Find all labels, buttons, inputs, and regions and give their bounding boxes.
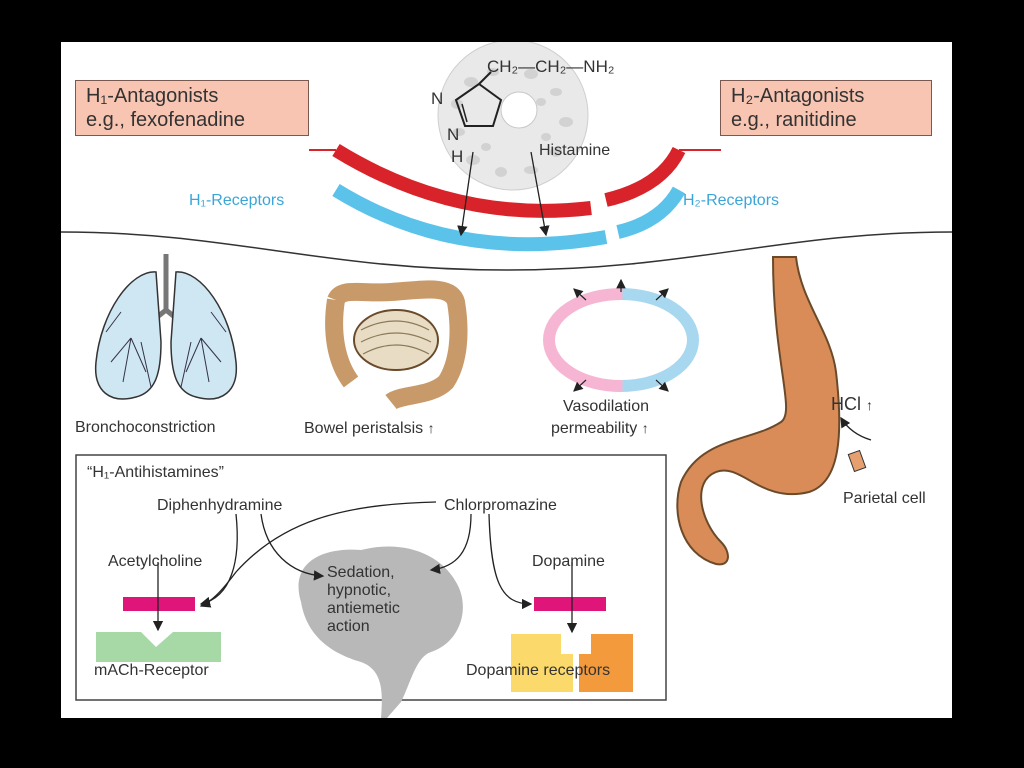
histamine-arrow-h2 <box>530 151 550 237</box>
sedation-line-2: hypnotic, <box>327 582 392 599</box>
hcl-text: HCl <box>831 394 861 414</box>
increase-arrow: ↑ <box>427 420 435 436</box>
dopamine-receptors-label: Dopamine receptors <box>466 662 611 679</box>
chlorpromazine-label: Chlorpromazine <box>444 497 557 514</box>
chlorpromazine-to-ach <box>199 501 437 608</box>
brain-illustration <box>298 546 463 718</box>
histamine-formula: CH₂—CH₂—NH₂ <box>487 57 615 76</box>
increase-arrow: ↑ <box>641 420 649 436</box>
histamine-arrow-h1 <box>457 151 474 237</box>
diagram-graphics <box>61 42 952 718</box>
parietal-cell-label: Parietal cell <box>843 490 926 507</box>
acetylcholine-ligand <box>123 597 195 611</box>
h2-antagonists-box: H₂-Antagonists e.g., ranitidine <box>720 80 932 136</box>
h2-antagonists-title: H₂-Antagonists <box>731 85 865 107</box>
mach-receptor-label: mACh-Receptor <box>94 662 209 679</box>
h2-receptor-band <box>616 186 686 239</box>
h2-receptors-label: H₂-Receptors <box>683 192 780 209</box>
h1-receptor-band <box>332 184 608 252</box>
histamine-ring-n-top: N <box>431 89 444 108</box>
histamine-center <box>500 91 538 129</box>
h1-antagonists-title: H₁-Antagonists <box>86 85 219 107</box>
diagram-canvas: H₁-Antagonists e.g., fexofenadine H₂-Ant… <box>61 42 952 718</box>
h1-antagonist-band <box>332 144 592 218</box>
dopamine-ligand <box>534 597 606 611</box>
lungs-illustration <box>95 254 237 400</box>
bronchoconstriction-label: Bronchoconstriction <box>75 419 216 436</box>
sedation-line-4: action <box>327 618 370 635</box>
vasodilation-label: Vasodilation <box>563 398 649 415</box>
chlorpromazine-to-dopamine <box>488 513 533 610</box>
histamine-ring-h: H <box>451 147 464 166</box>
permeability-label: permeability ↑ <box>551 419 649 438</box>
h1-receptors-label: H₁-Receptors <box>189 192 285 209</box>
diphenhydramine-to-sedation <box>260 513 325 581</box>
dopamine-receptor-right <box>579 634 633 692</box>
bowel-peristalsis-text: Bowel peristalsis <box>304 420 424 437</box>
vessel-illustration <box>533 278 709 392</box>
hcl-label: HCl ↑ <box>831 395 873 414</box>
mach-receptor-shape <box>96 632 221 662</box>
sedation-line-3: antiemetic <box>327 600 400 617</box>
histamine-label: Histamine <box>539 142 611 159</box>
dopamine-label: Dopamine <box>532 553 605 570</box>
acetylcholine-label: Acetylcholine <box>108 553 203 570</box>
h1-antagonists-example: e.g., fexofenadine <box>86 109 246 131</box>
chlorpromazine-to-sedation <box>429 513 472 575</box>
bowel-illustration <box>325 280 468 410</box>
h2-antagonists-example: e.g., ranitidine <box>731 109 857 131</box>
dopamine-receptor-left <box>511 634 573 692</box>
bowel-peristalsis-label: Bowel peristalsis ↑ <box>304 419 435 438</box>
histamine-ring-n-bottom: N <box>447 125 460 144</box>
sedation-line-1: Sedation, <box>327 564 395 581</box>
imidazole-ring <box>454 82 503 127</box>
histamine-texture <box>451 68 573 177</box>
membrane-line <box>61 231 952 271</box>
antihistamines-title: “H₁-Antihistamines” <box>87 464 224 481</box>
increase-arrow: ↑ <box>866 397 874 413</box>
h2-antagonist-band <box>604 146 686 207</box>
h1-antagonists-box: H₁-Antagonists e.g., fexofenadine <box>75 80 309 136</box>
permeability-text: permeability <box>551 420 638 437</box>
diphenhydramine-label: Diphenhydramine <box>157 497 283 514</box>
stomach-illustration <box>676 256 872 566</box>
